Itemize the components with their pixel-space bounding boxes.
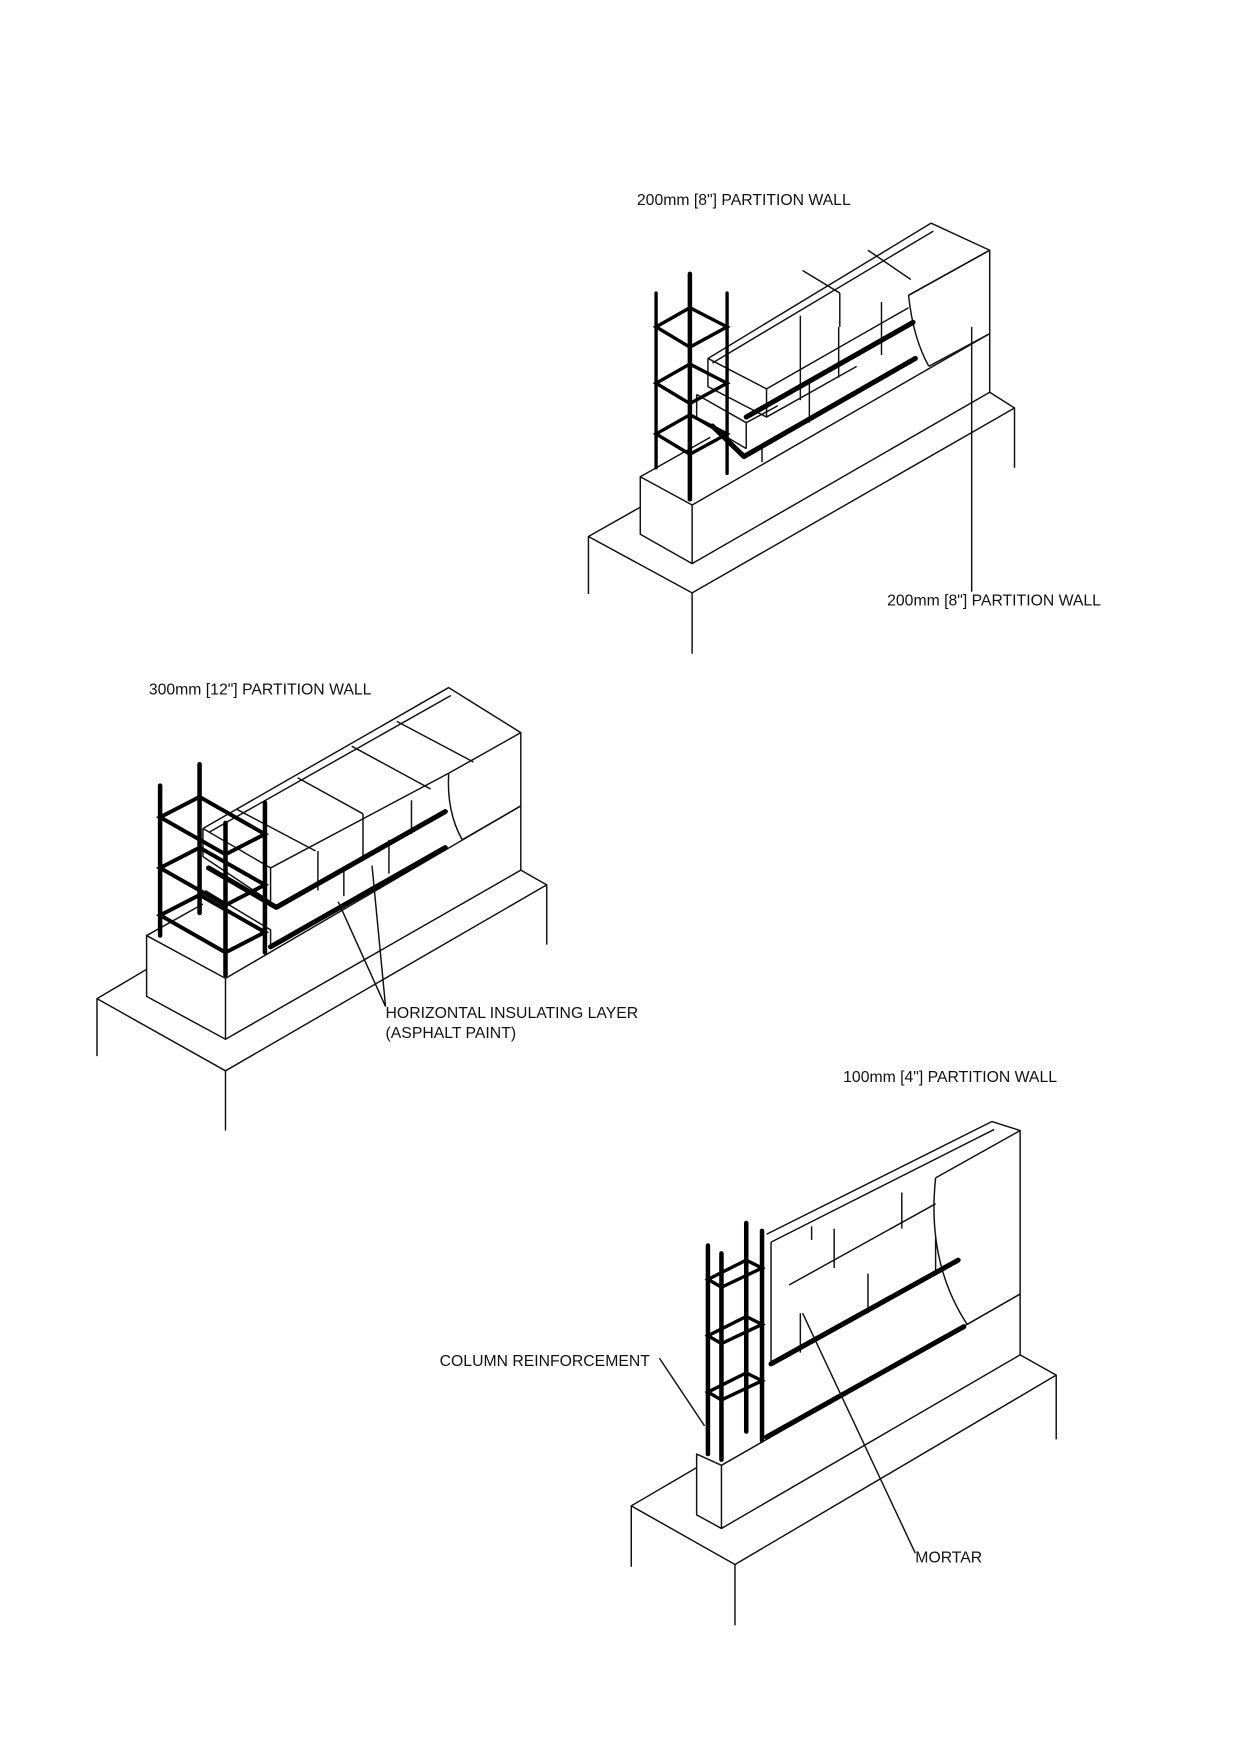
- insulating-layer-leaders: [337, 865, 387, 1007]
- footing: [630, 1354, 1057, 1626]
- mortar-label: MORTAR: [915, 1549, 982, 1566]
- wall-100mm-title: 100mm [4"] PARTITION WALL: [843, 1069, 1057, 1086]
- column-reinforcement: [704, 1220, 766, 1462]
- wall-200mm-title: 200mm [8"] PARTITION WALL: [637, 192, 851, 209]
- wall-200mm-callout: 200mm [8"] PARTITION WALL: [887, 592, 1101, 609]
- insulating-layer-label: HORIZONTAL INSULATING LAYER: [386, 1005, 639, 1022]
- brick-wall: [766, 1120, 1021, 1364]
- plinth-beam: [639, 250, 991, 565]
- brick-wall: [202, 686, 522, 947]
- wall-300mm-detail: 300mm [12"] PARTITION WALL HORIZONTAL IN…: [96, 681, 639, 1131]
- wall-200mm-detail: 200mm [8"] PARTITION WALL 200mm [8"] PAR…: [587, 192, 1101, 654]
- asphalt-paint-label: (ASPHALT PAINT): [386, 1025, 517, 1042]
- footing: [96, 869, 548, 1131]
- column-reinforcement: [652, 271, 731, 502]
- column-reinforcement: [155, 761, 270, 978]
- wall-300mm-title: 300mm [12"] PARTITION WALL: [149, 681, 372, 698]
- column-reinforcement-label: COLUMN REINFORCEMENT: [440, 1353, 651, 1370]
- asphalt-insulating-layer: [206, 809, 448, 950]
- asphalt-insulating-layer: [763, 1257, 967, 1440]
- callout-leaders: [658, 1312, 916, 1554]
- footing: [587, 391, 1016, 654]
- plinth-beam: [145, 732, 522, 1040]
- wall-100mm-detail: 100mm [4"] PARTITION WALL COLUMN REINFOR…: [440, 1069, 1057, 1626]
- brick-wall: [695, 222, 991, 463]
- asphalt-insulating-layer: [709, 319, 918, 460]
